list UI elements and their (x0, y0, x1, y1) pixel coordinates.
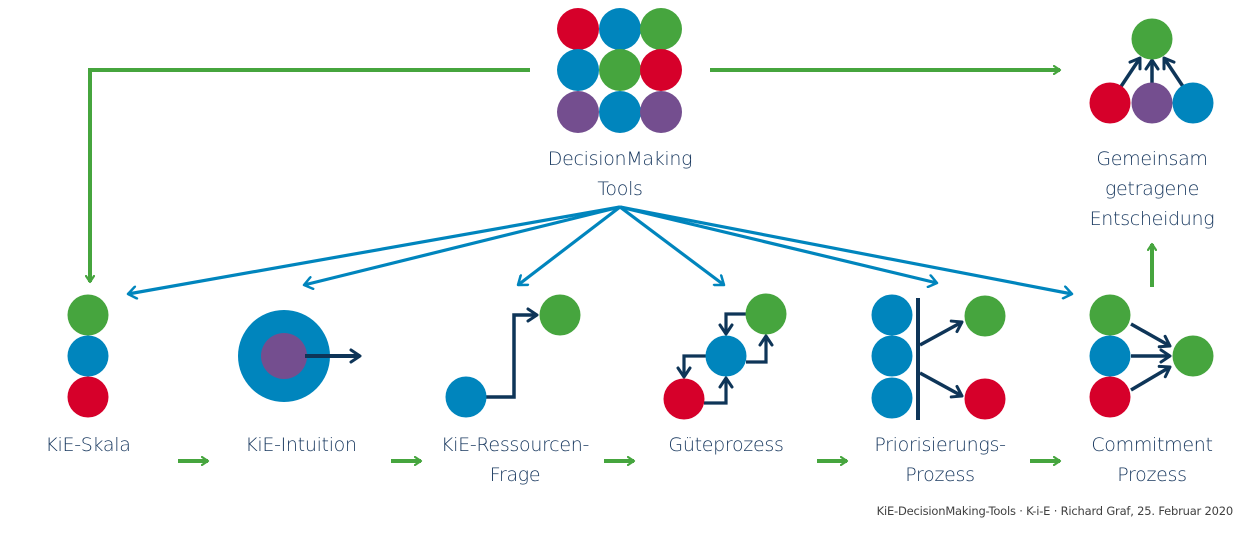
goal-circle-purple (1131, 82, 1173, 124)
tool-label-line2: Prozess (1117, 464, 1187, 486)
goal-circle-blue (1172, 82, 1214, 124)
grid-circle-blue (557, 49, 599, 91)
tool-label-line1: Güteprozess (668, 434, 784, 456)
green-connectors (90, 70, 1152, 287)
goal-label-line3: Entscheidung (1089, 208, 1215, 230)
tool-label-intuition: KiE-Intuition (214, 430, 388, 460)
goal-label: Gemeinsam getragene Entscheidung (1062, 144, 1242, 234)
priorisierung-icon (871, 294, 1006, 420)
tool-label-line1: KiE-Ressourcen- (440, 434, 590, 456)
commitment-icon (1089, 294, 1214, 418)
tool-label-ressourcen: KiE-Ressourcen- Frage (420, 430, 610, 490)
guete-icon (663, 293, 787, 420)
tool-label-line1: Priorisierungs- (874, 434, 1006, 456)
center-title: DecisionMaking Tools (520, 144, 720, 204)
tool-label-priorisierung: Priorisierungs- Prozess (850, 430, 1030, 490)
ressourcen-icon (445, 294, 581, 418)
grid-circle-purple (557, 91, 599, 133)
grid-circle-blue (599, 91, 641, 133)
arrow-to-guete (619, 205, 724, 287)
grid-circle-red (557, 8, 599, 50)
tool-label-skala: KiE-Skala (18, 430, 158, 460)
grid-circle-green (640, 8, 682, 50)
arrow-to-intuition (304, 205, 621, 285)
grid-circle-purple (640, 91, 682, 133)
grid-circle-red (640, 49, 682, 91)
tool-label-guete: Güteprozess (638, 430, 814, 460)
goal-icon (1089, 18, 1214, 124)
intuition-icon (238, 310, 362, 402)
decisionmaking-tools-icon (557, 8, 682, 133)
goal-circle-red (1089, 82, 1131, 124)
tool-label-line1: Commitment (1091, 434, 1213, 456)
skala-icon (67, 294, 109, 418)
tool-label-line1: KiE-Skala (45, 434, 131, 456)
goal-circle-top (1131, 18, 1173, 60)
footer-text: KiE-DecisionMaking-Tools · K-i-E · Richa… (876, 504, 1234, 518)
grid-circle-blue (599, 8, 641, 50)
goal-label-line1: Gemeinsam (1096, 148, 1208, 170)
arrow-to-ressourcen (518, 205, 621, 287)
arrow-to-skala (128, 205, 621, 294)
tool-label-line1: KiE-Intuition (245, 434, 357, 456)
arrow-to-commitment (619, 205, 1072, 294)
grid-circle-green (599, 49, 641, 91)
tool-label-commitment: Commitment Prozess (1064, 430, 1240, 490)
tool-label-line2: Prozess (905, 464, 975, 486)
center-title-line2: Tools (597, 178, 643, 200)
tool-label-line2: Frage (489, 464, 541, 486)
arrow-center-to-skala (90, 68, 530, 282)
center-title-line1: DecisionMaking (547, 148, 693, 170)
blue-fan-arrows (128, 205, 1072, 294)
goal-label-line2: getragene (1104, 178, 1200, 200)
arrow-to-priorisierung (619, 205, 937, 283)
